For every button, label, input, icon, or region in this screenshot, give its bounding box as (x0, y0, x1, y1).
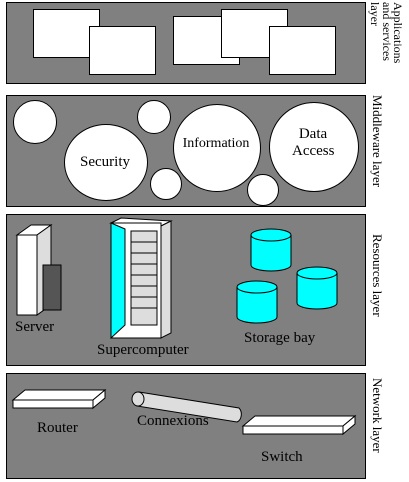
applications-layer-label-area: Applications and services layer (368, 2, 408, 82)
switch-label: Switch (261, 449, 303, 465)
app-window-2 (89, 26, 156, 75)
security-label: Security (80, 154, 130, 170)
middleware-layer-label-area: Middleware layer (368, 95, 408, 205)
network-illustrations (11, 388, 357, 436)
middleware-circle-small-2 (137, 100, 171, 134)
data-access-label: Data Access (292, 126, 335, 159)
network-layer-label: Network layer (370, 378, 385, 453)
storage-bay-icon (236, 228, 338, 324)
information-label: Information (182, 136, 250, 151)
applications-layer-panel (6, 2, 366, 84)
supercomputer-label: Supercomputer (97, 342, 189, 358)
router-label: Router (37, 420, 78, 436)
server-icon (15, 224, 62, 316)
resources-layer-label: Resources layer (370, 234, 385, 317)
server-label: Server (15, 319, 55, 335)
resources-illustrations (15, 217, 338, 340)
switch-icon (241, 414, 357, 436)
security-circle (64, 124, 148, 201)
app-window-1 (33, 9, 100, 58)
middleware-circle-small-3 (150, 168, 182, 200)
resources-layer-panel: Server Supercomputer Storage bay (6, 214, 366, 366)
resources-layer-label-area: Resources layer (368, 214, 408, 364)
information-circle (173, 104, 261, 192)
network-layer-label-area: Network layer (368, 373, 408, 477)
middleware-circle-small-1 (13, 100, 57, 144)
supercomputer-icon (109, 217, 173, 340)
middleware-circle-small-4 (247, 174, 279, 206)
applications-layer-label: Applications and services layer (368, 2, 405, 64)
app-window-5 (269, 26, 336, 75)
router-icon (11, 388, 107, 410)
network-layer-panel: Router Connexions Switch (6, 373, 366, 479)
middleware-layer-label: Middleware layer (370, 95, 385, 188)
storage-bay-label: Storage bay (244, 330, 316, 346)
connexions-icon (131, 391, 242, 423)
middleware-layer-panel: Security Information Data Access (6, 95, 366, 207)
data-access-circle (269, 102, 359, 192)
connexions-label: Connexions (137, 413, 209, 429)
